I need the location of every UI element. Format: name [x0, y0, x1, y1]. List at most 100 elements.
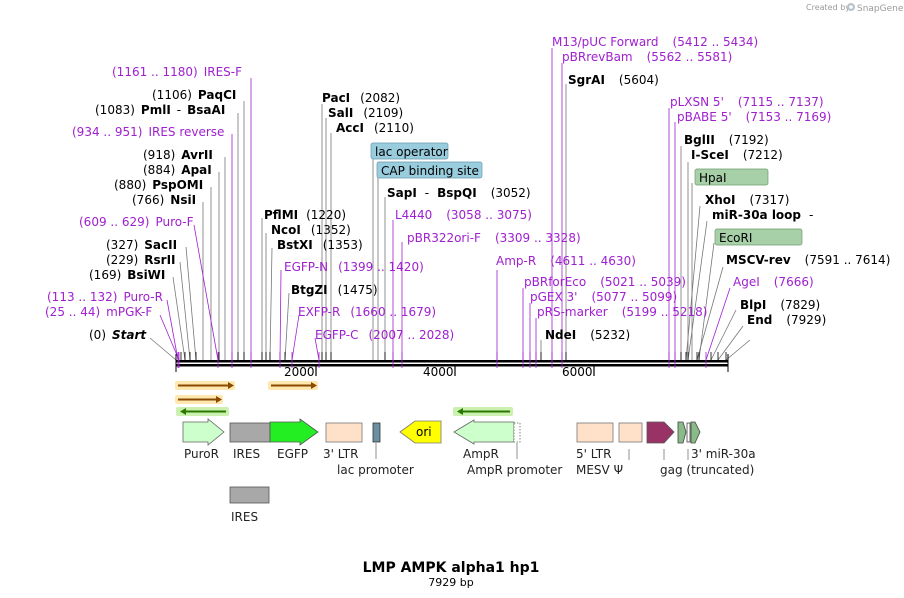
ltr3-box	[325, 422, 363, 443]
backbone	[175, 352, 729, 376]
svg-text:(1106)PaqCI: (1106)PaqCI	[152, 88, 236, 102]
svg-text:MSCV-rev(7591 .. 7614): MSCV-rev(7591 .. 7614)	[726, 253, 890, 267]
svg-text:pBRrevBam(5562 .. 5581): pBRrevBam(5562 .. 5581)	[562, 50, 732, 64]
egfp-arrow	[269, 418, 319, 446]
ires2-box	[229, 486, 270, 504]
credit-text: Created by	[806, 3, 850, 12]
brand-text: SnapGene	[857, 4, 904, 14]
svg-text:SgrAI(5604): SgrAI(5604)	[568, 73, 659, 87]
svg-text:BtgZI(1475): BtgZI(1475)	[291, 283, 378, 297]
svg-text:L4440(3058 .. 3075): L4440(3058 .. 3075)	[395, 208, 532, 222]
svg-text:pGEX 3'(5077 .. 5099): pGEX 3'(5077 .. 5099)	[530, 290, 677, 304]
lac-operator-box	[370, 142, 449, 160]
lac-box	[372, 422, 381, 443]
feature-labels: PuroR IRES EGFP 3' LTR lac promoter ori …	[184, 425, 756, 524]
svg-text:XhoI(7317): XhoI(7317)	[705, 193, 789, 207]
svg-text:(609 .. 629)Puro-F: (609 .. 629)Puro-F	[79, 215, 194, 229]
site-pos: (1161 .. 1180)	[112, 65, 198, 79]
svg-text:BlpI(7829): BlpI(7829)	[740, 298, 820, 312]
svg-text:(1161 .. 1180)IRES-F: (1161 .. 1180)IRES-F	[112, 65, 242, 79]
mir30a5-box	[694, 168, 769, 186]
mesv-box	[618, 422, 643, 443]
lac-operator-label: lac operator	[375, 145, 448, 159]
mir30a3-label: 3' miR-30a	[691, 447, 756, 461]
mir30a-box	[686, 422, 691, 443]
svg-text:(113 .. 132)Puro-R: (113 .. 132)Puro-R	[47, 290, 163, 304]
ampr-label: AmpR	[463, 447, 499, 461]
ltr3-label: 3' LTR	[323, 447, 358, 461]
ltr5-label: 5' LTR	[576, 447, 611, 461]
right-middle-site-labels: M13/pUC Forward(5412 .. 5434) pBRrevBam(…	[524, 35, 758, 342]
ires-label: IRES	[233, 447, 260, 461]
svg-text:End(7929): End(7929)	[747, 313, 826, 327]
svg-text:(169)BsiWI: (169)BsiWI	[89, 268, 165, 282]
connector-lines	[149, 48, 751, 361]
svg-text:EGFP-C(2007 .. 2028): EGFP-C(2007 .. 2028)	[315, 328, 454, 342]
svg-text:BstXI(1353): BstXI(1353)	[277, 238, 363, 252]
right-site-labels: pLXSN 5'(7115 .. 7137) pBABE 5'(7153 .. …	[670, 95, 890, 327]
svg-text:I-SceI(7212): I-SceI(7212)	[691, 148, 783, 162]
svg-text:BglII(7192): BglII(7192)	[684, 133, 769, 147]
egfp-label: EGFP	[277, 447, 308, 461]
ori-label: ori	[416, 425, 432, 439]
svg-text:pBABE 5'(7153 .. 7169): pBABE 5'(7153 .. 7169)	[677, 110, 831, 124]
svg-text:pBRforEco(5021 .. 5039): pBRforEco(5021 .. 5039)	[524, 275, 686, 289]
snapgene-logo-icon	[847, 3, 855, 11]
ampr-promoter-box	[513, 422, 521, 443]
svg-text:PflMI(1220): PflMI(1220)	[264, 208, 346, 222]
features	[182, 418, 701, 504]
mir30a-arrow-1	[677, 421, 687, 444]
svg-text:M13/pUC Forward(5412 .. 5434): M13/pUC Forward(5412 .. 5434)	[552, 35, 758, 49]
svg-text:PacI(2082): PacI(2082)	[322, 91, 400, 105]
svg-text:(880)PspOMI: (880)PspOMI	[114, 178, 203, 192]
mir30a-loop-box	[714, 228, 803, 246]
cap-binding-box	[376, 161, 483, 179]
gag-label: gag (truncated)	[660, 463, 754, 477]
ampr-arrow	[453, 419, 515, 445]
svg-text:pRS-marker(5199 .. 5218): pRS-marker(5199 .. 5218)	[537, 305, 707, 319]
mir30a-arrow-2	[690, 421, 701, 444]
svg-text:SapI-BspQI(3052): SapI-BspQI(3052)	[387, 186, 531, 200]
left-site-labels: (1161 .. 1180)IRES-F (1106)PaqCI (1083)P…	[45, 65, 242, 342]
center-site-labels: SapI-BspQI(3052) L4440(3058 .. 3075) pBR…	[387, 186, 636, 268]
boxed-labels: lac operator CAP binding site HpaI EcoRI	[370, 142, 803, 246]
svg-text:EXFP-R(1660 .. 1679): EXFP-R(1660 .. 1679)	[298, 305, 436, 319]
svg-text:(1083)PmlI-BsaAI: (1083)PmlI-BsaAI	[95, 103, 225, 117]
lac-promoter-label: lac promoter	[337, 463, 414, 477]
puror-label: PuroR	[184, 447, 219, 461]
middle-site-labels: PacI(2082) SalI(2109) AccI(2110) PflMI(1…	[264, 91, 454, 342]
svg-text:(25 .. 44)mPGK-F: (25 .. 44)mPGK-F	[45, 305, 152, 319]
ires-box	[229, 422, 271, 443]
mir30a-loop-label: EcoRI	[719, 231, 752, 245]
svg-text:(327)SacII: (327)SacII	[106, 238, 177, 252]
svg-text:AccI(2110): AccI(2110)	[336, 121, 414, 135]
tick-6000: 6000	[562, 365, 593, 379]
snapgene-credit: Created by SnapGene	[806, 3, 904, 14]
ires2-label: IRES	[231, 510, 258, 524]
svg-text:Amp-R(4611 .. 4630): Amp-R(4611 .. 4630)	[496, 254, 636, 268]
map-length: 7929 bp	[428, 576, 473, 589]
mir30a5-label: HpaI	[699, 171, 727, 185]
primer-arrows	[175, 381, 513, 416]
svg-text:AgeI(7666): AgeI(7666)	[733, 275, 814, 289]
svg-text:miR-30a loop-: miR-30a loop-	[712, 208, 813, 222]
ltr5-box	[576, 422, 614, 443]
mesv-label: MESV Ψ	[576, 463, 623, 477]
svg-text:pLXSN 5'(7115 .. 7137): pLXSN 5'(7115 .. 7137)	[670, 95, 824, 109]
svg-text:pBR322ori-F(3309 .. 3328): pBR322ori-F(3309 .. 3328)	[407, 231, 581, 245]
svg-text:NcoI(1352): NcoI(1352)	[271, 223, 351, 237]
gag-arrow	[646, 421, 675, 444]
tick-4000: 4000	[423, 365, 454, 379]
ampr-promoter-label: AmpR promoter	[467, 463, 562, 477]
svg-text:NdeI(5232): NdeI(5232)	[545, 328, 630, 342]
puror-arrow	[182, 418, 225, 446]
svg-text:(0)Start: (0)Start	[89, 328, 147, 342]
svg-text:EGFP-N(1399 .. 1420): EGFP-N(1399 .. 1420)	[284, 260, 424, 274]
svg-text:(766)NsiI: (766)NsiI	[132, 193, 196, 207]
tick-labels: 2000 4000 6000	[284, 365, 593, 379]
svg-text:(934 .. 951)IRES reverse: (934 .. 951)IRES reverse	[72, 125, 224, 139]
svg-text:SalI(2109): SalI(2109)	[328, 106, 403, 120]
cap-binding-label: CAP binding site	[381, 164, 479, 178]
tick-2000: 2000	[284, 365, 315, 379]
